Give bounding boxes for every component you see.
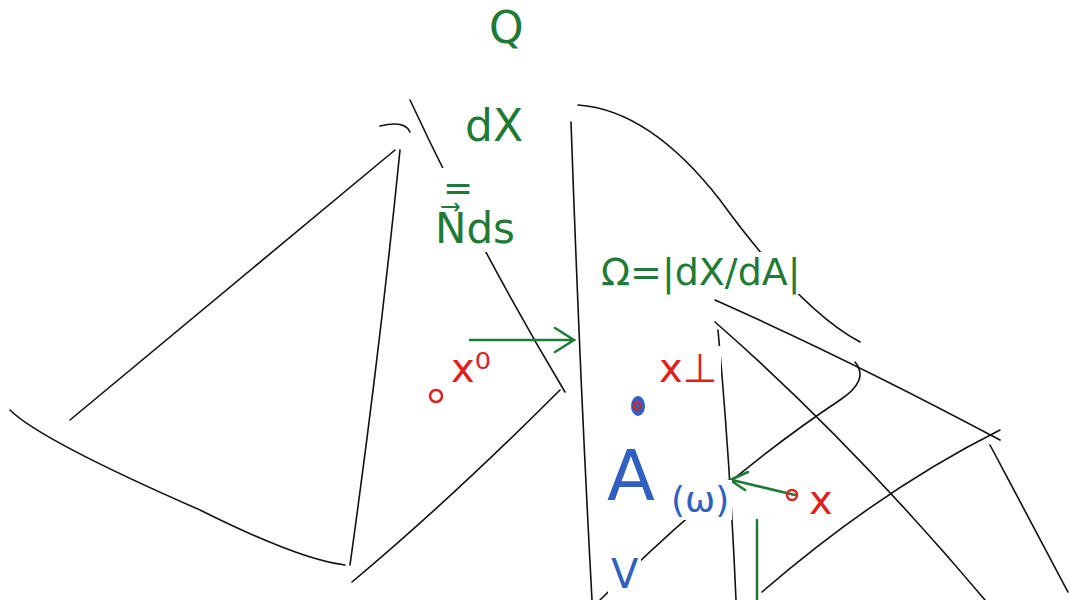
sketch-line xyxy=(756,520,759,600)
sketch-line xyxy=(718,330,736,600)
sketch-line xyxy=(600,362,860,600)
region-label: A xyxy=(604,438,658,515)
point-label: x xyxy=(806,478,836,522)
foot-point xyxy=(631,396,645,416)
region-label: (ω) xyxy=(668,480,732,520)
sketch-line xyxy=(10,410,345,565)
sketch-line xyxy=(350,150,400,565)
symbol-label: dX xyxy=(462,102,526,150)
region-label: V xyxy=(608,552,641,596)
sketch-line xyxy=(352,390,560,582)
symbol-label: Q xyxy=(486,4,527,52)
sketch-line xyxy=(715,300,1000,440)
sketch-line xyxy=(410,100,565,392)
point-dot xyxy=(787,490,797,500)
sketch-line xyxy=(380,124,410,132)
symbol-label: = xyxy=(440,168,476,208)
formula-label: N⃗ds xyxy=(432,206,518,252)
sketch-line xyxy=(578,105,860,342)
sketch-line xyxy=(70,150,395,420)
sketch-line xyxy=(990,445,1068,592)
projection-arrow xyxy=(730,472,795,495)
point-dot xyxy=(634,403,641,410)
point-dot xyxy=(430,390,442,402)
sketch-line xyxy=(762,430,1000,592)
point-label: x⁰ xyxy=(448,346,494,390)
formula-label: Ω=|dX/dA| xyxy=(598,252,804,294)
sketch-line xyxy=(571,122,592,600)
point-label: x⊥ xyxy=(656,346,721,390)
